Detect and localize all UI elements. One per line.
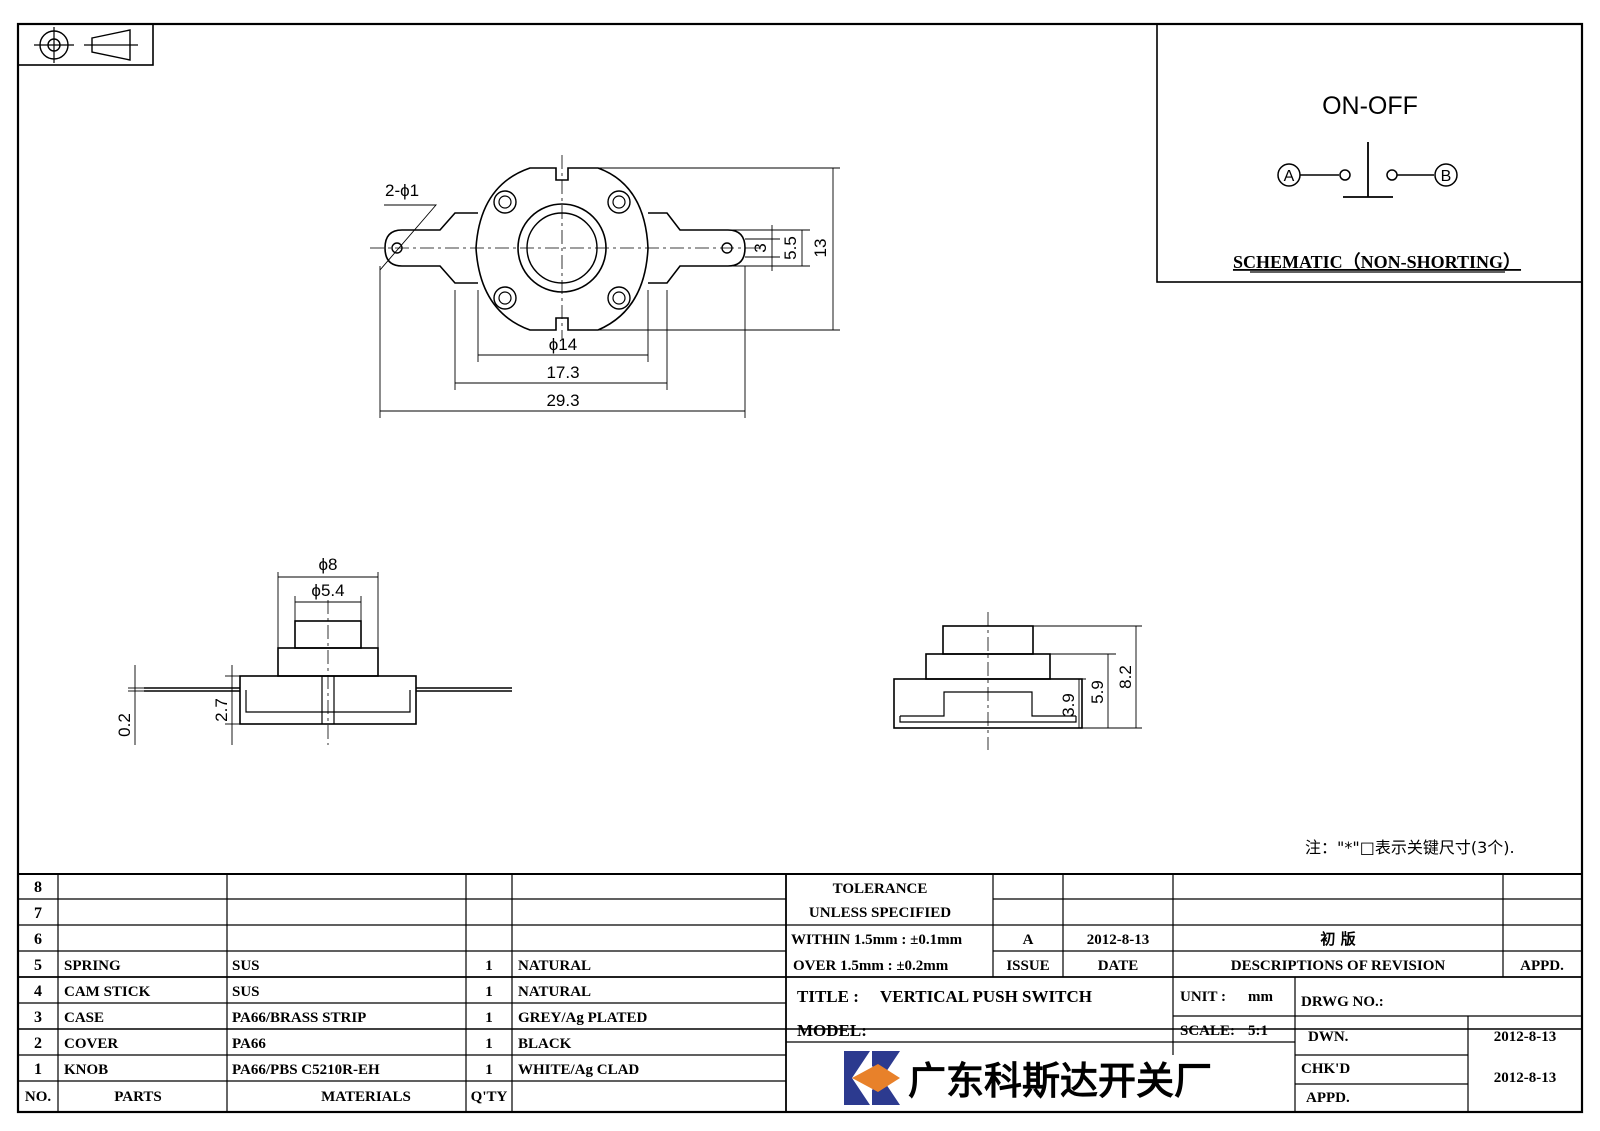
bom-header-materials: MATERIALS	[321, 1089, 411, 1105]
issue-value: A	[1023, 932, 1034, 948]
bom-table: 8 7 6 5 4 3 2 1 SPRING CAM STICK CASE CO…	[18, 873, 1582, 1112]
dim-h13: 13	[811, 239, 830, 258]
dim-d14: ϕ14	[549, 335, 577, 354]
bom-part: CAM STICK	[64, 984, 151, 1000]
unit-value: mm	[1248, 989, 1273, 1005]
bom-finish: NATURAL	[518, 984, 591, 1000]
terminal-a-label: A	[1284, 168, 1295, 185]
issue-label: ISSUE	[1006, 958, 1049, 974]
bom-no: 5	[34, 957, 42, 974]
bom-qty: 1	[485, 1036, 493, 1052]
bom-qty: 1	[485, 1010, 493, 1026]
bom-no: 3	[34, 1009, 42, 1026]
bom-material: SUS	[232, 958, 260, 974]
bom-qty: 1	[485, 984, 493, 1000]
checked-date: 2012-8-13	[1494, 1070, 1557, 1086]
bom-header-parts: PARTS	[114, 1089, 162, 1105]
dim-d8: ϕ8	[319, 555, 338, 574]
tolerance-over: OVER 1.5mm : ±0.2mm	[793, 958, 949, 974]
bom-finish: NATURAL	[518, 958, 591, 974]
scale-value: 5:1	[1248, 1023, 1268, 1039]
schematic-panel: ON-OFF A B SCHEMATIC（NON-SHORTING）	[1156, 23, 1583, 283]
bom-no: 1	[34, 1061, 42, 1078]
drawn-label: DWN.	[1308, 1029, 1349, 1045]
checked-label: CHK'D	[1301, 1061, 1350, 1077]
terminal-b-label: B	[1441, 168, 1452, 185]
schematic-caption: SCHEMATIC（NON-SHORTING）	[1233, 252, 1521, 272]
bom-part: COVER	[64, 1036, 118, 1052]
revision-date: 2012-8-13	[1087, 932, 1150, 948]
bom-header-qty: Q'TY	[471, 1089, 508, 1105]
bom-material: SUS	[232, 984, 260, 1000]
tolerance-within: WITHIN 1.5mm : ±0.1mm	[791, 932, 963, 948]
dim-h39: 3.9	[1059, 693, 1078, 717]
company-logo-icon	[844, 1051, 900, 1105]
dim-w173: 17.3	[546, 363, 579, 382]
drawing-title: VERTICAL PUSH SWITCH	[880, 987, 1092, 1006]
front-view: ϕ8 ϕ5.4 0.2 2.7	[115, 555, 512, 745]
scale-label: SCALE:	[1180, 1023, 1235, 1039]
bom-no: 6	[34, 931, 42, 948]
bom-part: SPRING	[64, 958, 121, 974]
bom-qty: 1	[485, 1062, 493, 1078]
unit-label: UNIT :	[1180, 989, 1226, 1005]
title-block: TOLERANCE UNLESS SPECIFIED WITHIN 1.5mm …	[786, 874, 1582, 1112]
appd-label: APPD.	[1520, 958, 1564, 974]
bom-no: 4	[34, 983, 42, 1000]
descriptions-label: DESCRIPTIONS OF REVISION	[1231, 958, 1446, 974]
schematic-title: ON-OFF	[1322, 92, 1418, 120]
model-label: MODEL:	[797, 1021, 867, 1040]
top-view: 2-ϕ1 ϕ14 17.3 29.3 3 5.5 13	[370, 155, 840, 418]
bom-part: CASE	[64, 1010, 104, 1026]
side-view: 3.9 5.9 8.2	[893, 612, 1142, 750]
title-label: TITLE :	[797, 987, 859, 1006]
bom-material: PA66	[232, 1036, 266, 1052]
revision-description: 初 版	[1320, 930, 1355, 948]
dim-h55: 5.5	[781, 236, 800, 260]
date-label: DATE	[1098, 958, 1139, 974]
bom-finish: WHITE/Ag CLAD	[518, 1062, 639, 1078]
bom-finish: BLACK	[518, 1036, 572, 1052]
key-dimension-note: 注："*"□表示关键尺寸(3个).	[1305, 838, 1515, 857]
dim-d54: ϕ5.4	[311, 581, 344, 600]
dim-t02: 0.2	[115, 713, 134, 737]
company-name: 广东科斯达开关厂	[908, 1059, 1212, 1103]
bom-no: 7	[34, 905, 42, 922]
sheet-border	[16, 22, 1584, 1114]
bom-no: 8	[34, 879, 42, 896]
bom-part: KNOB	[64, 1062, 108, 1078]
dim-holes: 2-ϕ1	[385, 181, 419, 200]
bom-no: 2	[34, 1035, 42, 1052]
unless-specified-label: UNLESS SPECIFIED	[809, 905, 951, 921]
bom-material: PA66/PBS C5210R-EH	[232, 1062, 380, 1078]
bom-material: PA66/BRASS STRIP	[232, 1010, 366, 1026]
drawn-date: 2012-8-13	[1494, 1029, 1557, 1045]
tolerance-label: TOLERANCE	[833, 881, 928, 897]
approved-label: APPD.	[1306, 1090, 1350, 1106]
dim-h3: 3	[751, 243, 770, 252]
dim-h27: 2.7	[212, 698, 231, 722]
dim-w293: 29.3	[546, 391, 579, 410]
bom-qty: 1	[485, 958, 493, 974]
dim-h59: 5.9	[1088, 680, 1107, 704]
drawing-number-label: DRWG NO.:	[1301, 994, 1384, 1010]
dim-h82: 8.2	[1116, 665, 1135, 689]
projection-symbol-icon	[17, 23, 154, 66]
bom-header-no: NO.	[25, 1089, 52, 1105]
bom-finish: GREY/Ag PLATED	[518, 1010, 647, 1026]
